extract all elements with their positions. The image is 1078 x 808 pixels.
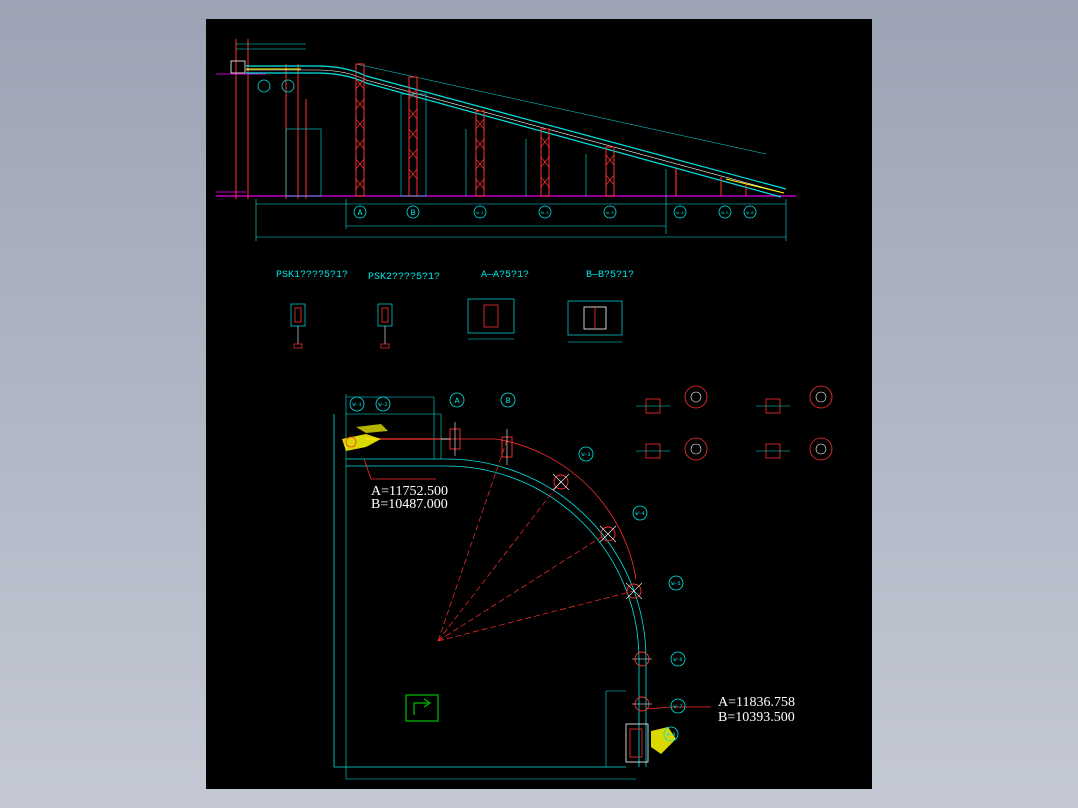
axis-label: A: [455, 397, 460, 406]
section-aa-drawing: [467, 298, 515, 340]
plan-axis-bubble[interactable]: B: [500, 392, 516, 408]
elevation-view: A B W-1 W-2 W-3 W-4 W-5 W-6: [216, 39, 796, 241]
section-bb-drawing: [567, 300, 623, 343]
plan-axis-bubble[interactable]: W-1: [349, 396, 365, 412]
foundation-details: [636, 385, 833, 461]
support-node[interactable]: [449, 422, 461, 456]
axis-label: W-3: [606, 212, 614, 216]
trestle-tower-w3: [605, 146, 615, 197]
support-node[interactable]: [599, 525, 617, 543]
axis-label: B: [506, 397, 511, 406]
conveyor-bottom-chord: [246, 72, 782, 198]
axis-label: W-2: [541, 212, 549, 216]
section-title-aa: A—A?5?1?: [481, 270, 529, 281]
conveyor-end-highlight: [725, 178, 785, 194]
coordinate-a-top: A=11752.500: [371, 484, 448, 499]
plan-axis-bubble[interactable]: W-7: [670, 698, 686, 714]
axis-label: W-4: [676, 212, 684, 216]
plan-axis-bubble[interactable]: W-8: [663, 726, 679, 742]
axis-bubble[interactable]: B: [406, 205, 420, 219]
gallery-centerline: [406, 438, 637, 580]
foundation-outline: [285, 128, 322, 197]
coordinate-a-bottom: A=11836.758: [718, 695, 795, 710]
axis-bubble[interactable]: A: [353, 205, 367, 219]
axis-label: W-8: [666, 732, 675, 738]
section-title-psk1: PSK1????5?1?: [276, 270, 348, 281]
coordinate-leader-top: [363, 458, 436, 480]
axis-label: W-1: [352, 402, 361, 408]
section-psk1-drawing: [290, 303, 306, 349]
axis-bubble[interactable]: W-5: [718, 205, 732, 219]
node-marker: [257, 79, 271, 93]
dimension-slope-line: [355, 63, 767, 155]
axis-label: W-7: [673, 704, 682, 710]
axis-label: W-6: [746, 212, 754, 216]
conveyor-belt: [246, 69, 785, 194]
plan-axis-bubble[interactable]: W-3: [578, 446, 594, 462]
axis-label: W-1: [476, 212, 484, 216]
radial-lines: [437, 436, 635, 642]
axis-label: W-3: [581, 452, 590, 458]
foundation-detail: [636, 385, 708, 414]
support-node[interactable]: [552, 473, 570, 491]
plan-view: A=11752.500 B=10487.000 A=11836.758 B=10…: [333, 392, 795, 780]
tail-equipment-bottom: [605, 690, 676, 767]
section-details: PSK1????5?1? PSK2????5?1? A—A?5?1? B—B?5…: [276, 270, 634, 349]
node-marker: [281, 79, 295, 93]
gallery-curve-inner: [346, 465, 640, 767]
plan-axis-bubble[interactable]: W-5: [668, 575, 684, 591]
axis-label: W-6: [673, 657, 682, 663]
conveyor-top-chord: [246, 65, 787, 190]
plan-axis-bubble[interactable]: A: [449, 392, 465, 408]
cad-viewport[interactable]: A B W-1 W-2 W-3 W-4 W-5 W-6: [206, 19, 872, 789]
foundation-detail: [756, 385, 833, 414]
trestle-tower-w1: [475, 110, 485, 197]
axis-label: B: [411, 209, 416, 218]
axis-bubble[interactable]: W-4: [673, 205, 687, 219]
plan-axis-bubble[interactable]: W-2: [375, 396, 391, 412]
axis-label: W-2: [378, 402, 387, 408]
foundation-outline: [400, 93, 427, 197]
axis-label: W-5: [671, 581, 680, 587]
axis-bubble[interactable]: W-1: [473, 205, 487, 219]
trestle-tower-a: [355, 63, 365, 197]
axis-bubble[interactable]: W-6: [743, 205, 757, 219]
support-node[interactable]: [625, 582, 643, 600]
coordinate-b-bottom: B=10393.500: [718, 710, 795, 725]
section-title-psk2: PSK2????5?1?: [368, 272, 440, 283]
coordinate-b-top: B=10487.000: [371, 497, 448, 512]
north-arrow-icon: [405, 694, 439, 722]
foundation-detail: [756, 437, 833, 461]
support-node[interactable]: [501, 429, 513, 465]
gallery-curve-outer: [346, 458, 647, 767]
axis-label: A: [358, 209, 363, 218]
trestle-tower-w2: [540, 128, 550, 197]
plan-boundary: [333, 414, 626, 768]
foundation-detail: [636, 437, 708, 461]
section-psk2-drawing: [377, 303, 393, 349]
axis-bubble[interactable]: W-2: [538, 205, 552, 219]
tail-equipment-top: [342, 424, 388, 451]
axis-label: W-4: [635, 511, 644, 517]
plan-boundary-outer: [345, 394, 636, 780]
axis-bubble[interactable]: W-3: [603, 205, 617, 219]
plan-axis-bubble[interactable]: W-6: [670, 651, 686, 667]
cad-drawing: A B W-1 W-2 W-3 W-4 W-5 W-6: [216, 39, 833, 780]
section-title-bb: B—B?5?1?: [586, 270, 634, 281]
support-node[interactable]: [632, 696, 652, 712]
axis-label: W-5: [721, 212, 729, 216]
support-node[interactable]: [632, 651, 652, 667]
head-pulley: [230, 60, 246, 74]
plan-axis-bubble[interactable]: W-4: [632, 505, 648, 521]
